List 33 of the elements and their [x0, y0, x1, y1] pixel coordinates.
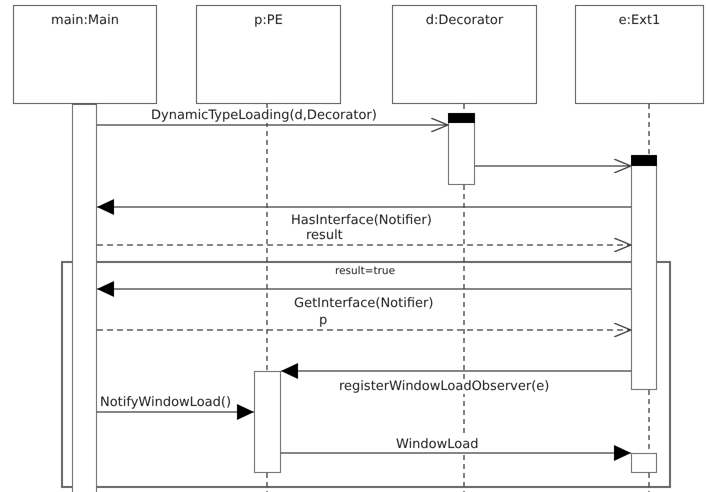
message-arrow: [97, 117, 449, 133]
lifeline: [463, 185, 465, 492]
lifeline: [266, 104, 268, 371]
lifeline: [648, 104, 650, 155]
edge-label: GetInterface(Notifier): [293, 296, 434, 311]
activation-bar: [254, 371, 281, 473]
message-arrow: [97, 199, 631, 215]
edge-label: WindowLoad: [395, 437, 480, 452]
object-box: [196, 5, 341, 104]
activation-bar: [72, 104, 97, 492]
return-message-arrow: [97, 237, 632, 253]
activation-bar: [631, 155, 657, 390]
activation-bar: [631, 453, 657, 473]
message-arrow: [281, 363, 631, 379]
object-box: [575, 5, 704, 104]
edge-label: HasInterface(Notifier): [290, 213, 433, 228]
object-name: d:Decorator: [426, 13, 504, 28]
object-box: [392, 5, 537, 104]
lifeline: [648, 473, 650, 492]
lifeline: [266, 473, 268, 492]
object-name: main:Main: [51, 13, 119, 28]
message-arrow: [475, 158, 632, 174]
object-name: e:Ext1: [618, 13, 660, 28]
edge-label: DynamicTypeLoading(d,Decorator): [150, 108, 378, 123]
return-message-arrow: [97, 322, 632, 338]
activation-bar: [448, 113, 475, 185]
edge-label: registerWindowLoadObserver(e): [338, 379, 550, 394]
message-arrow: [281, 445, 631, 461]
object-box: [13, 5, 157, 104]
object-name: p:PE: [254, 13, 283, 28]
message-arrow: [97, 404, 254, 420]
message-arrow: [97, 281, 631, 297]
edge-label: NotifyWindowLoad(): [99, 395, 232, 410]
